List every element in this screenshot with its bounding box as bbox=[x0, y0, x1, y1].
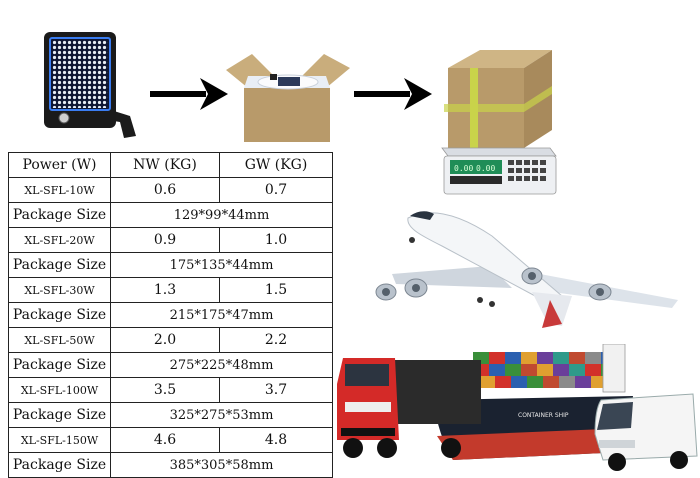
airplane-image bbox=[375, 211, 678, 328]
nw-cell: 0.9 bbox=[110, 227, 220, 253]
column-header-power: Power (W) bbox=[8, 152, 111, 178]
nw-cell: 0.6 bbox=[110, 177, 220, 203]
column-header-nw: NW (KG) bbox=[110, 152, 220, 178]
nw-cell: 1.3 bbox=[110, 277, 220, 303]
table-row: Package Size 129*99*44mm bbox=[8, 202, 333, 228]
gw-cell: 0.7 bbox=[219, 177, 333, 203]
table-row: Package Size 325*275*53mm bbox=[8, 402, 333, 428]
column-header-gw: GW (KG) bbox=[219, 152, 333, 178]
scale-readout-text: 0.00 bbox=[476, 164, 495, 173]
floodlight-product-image bbox=[44, 32, 136, 138]
table-row: Package Size 215*175*47mm bbox=[8, 302, 333, 328]
arrow-right-icon bbox=[354, 78, 432, 110]
table-row: Package Size 385*305*58mm bbox=[8, 452, 333, 478]
model-cell: XL-SFL-20W bbox=[8, 227, 111, 253]
package-size-label: Package Size bbox=[8, 402, 111, 428]
table-row: XL-SFL-150W 4.6 4.8 bbox=[8, 427, 333, 453]
package-size-value: 275*225*48mm bbox=[110, 352, 333, 378]
table-row: XL-SFL-50W 2.0 2.2 bbox=[8, 327, 333, 353]
gw-cell: 1.5 bbox=[219, 277, 333, 303]
package-size-label: Package Size bbox=[8, 202, 111, 228]
gw-cell: 4.8 bbox=[219, 427, 333, 453]
box-on-scale-image: 0.00 0.00 bbox=[441, 50, 557, 195]
shipping-transport-image: CONTAINER SHIP bbox=[337, 344, 698, 471]
open-box-image bbox=[226, 54, 350, 142]
table-header-row: Power (W) NW (KG) GW (KG) bbox=[8, 152, 333, 178]
package-size-value: 175*135*44mm bbox=[110, 252, 333, 278]
specification-table: Power (W) NW (KG) GW (KG) XL-SFL-10W 0.6… bbox=[8, 152, 333, 478]
nw-cell: 2.0 bbox=[110, 327, 220, 353]
ship-label: CONTAINER SHIP bbox=[518, 412, 569, 419]
gw-cell: 2.2 bbox=[219, 327, 333, 353]
arrow-right-icon bbox=[150, 78, 228, 110]
package-size-value: 215*175*47mm bbox=[110, 302, 333, 328]
model-cell: XL-SFL-100W bbox=[8, 377, 111, 403]
package-size-value: 325*275*53mm bbox=[110, 402, 333, 428]
scale-readout-text: 0.00 bbox=[454, 164, 473, 173]
nw-cell: 3.5 bbox=[110, 377, 220, 403]
nw-cell: 4.6 bbox=[110, 427, 220, 453]
model-cell: XL-SFL-10W bbox=[8, 177, 111, 203]
table-row: Package Size 175*135*44mm bbox=[8, 252, 333, 278]
table-row: XL-SFL-30W 1.3 1.5 bbox=[8, 277, 333, 303]
table-row: XL-SFL-10W 0.6 0.7 bbox=[8, 177, 333, 203]
package-size-label: Package Size bbox=[8, 352, 111, 378]
model-cell: XL-SFL-150W bbox=[8, 427, 111, 453]
gw-cell: 1.0 bbox=[219, 227, 333, 253]
package-size-label: Package Size bbox=[8, 252, 111, 278]
table-row: Package Size 275*225*48mm bbox=[8, 352, 333, 378]
package-size-label: Package Size bbox=[8, 302, 111, 328]
gw-cell: 3.7 bbox=[219, 377, 333, 403]
table-row: XL-SFL-20W 0.9 1.0 bbox=[8, 227, 333, 253]
package-size-value: 129*99*44mm bbox=[110, 202, 333, 228]
package-size-label: Package Size bbox=[8, 452, 111, 478]
model-cell: XL-SFL-30W bbox=[8, 277, 111, 303]
table-row: XL-SFL-100W 3.5 3.7 bbox=[8, 377, 333, 403]
package-size-value: 385*305*58mm bbox=[110, 452, 333, 478]
model-cell: XL-SFL-50W bbox=[8, 327, 111, 353]
